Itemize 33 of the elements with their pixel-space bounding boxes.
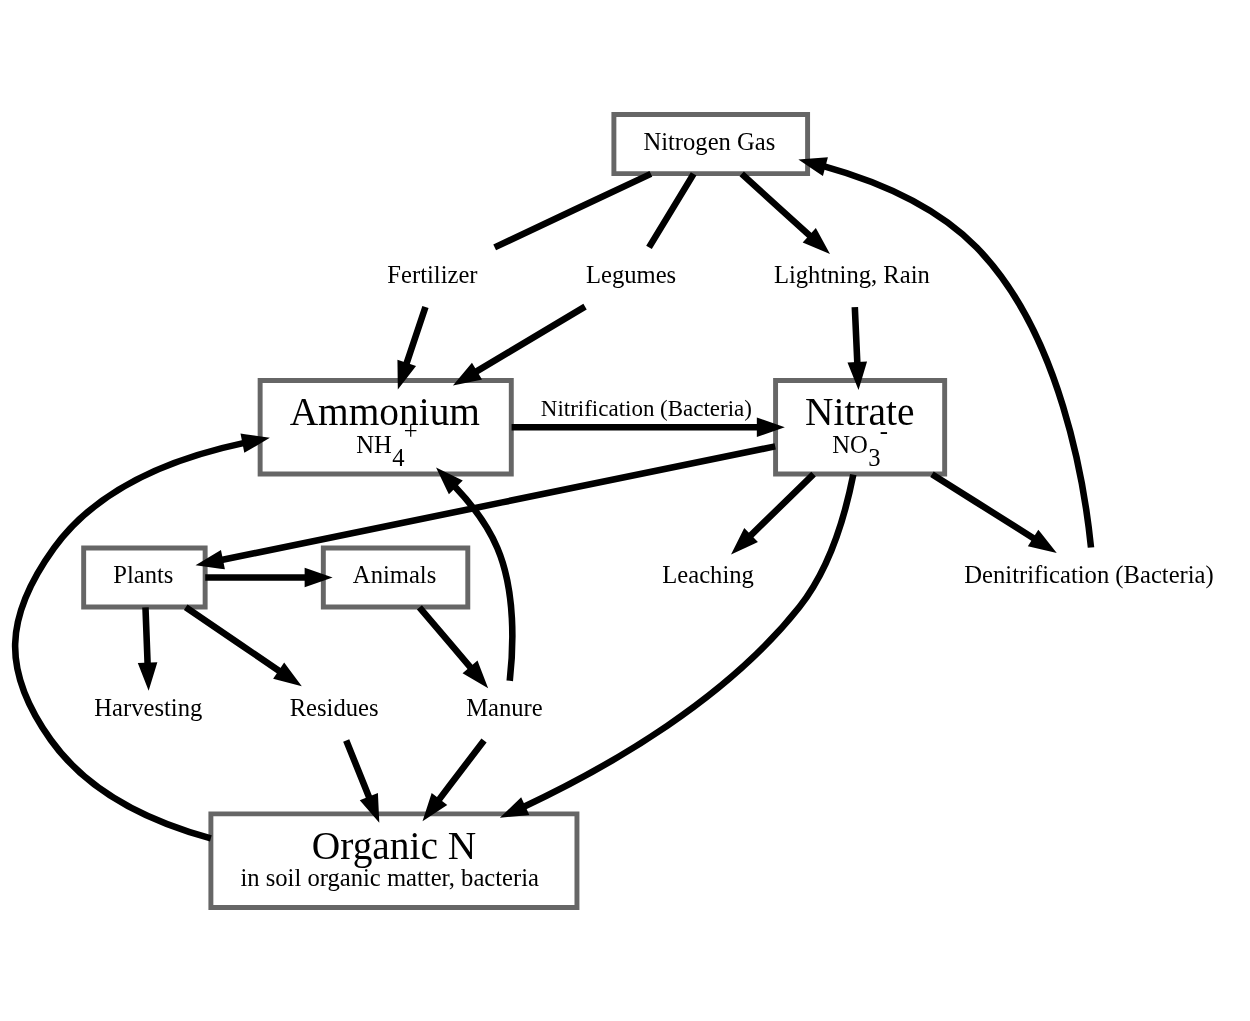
node-text: Fertilizer: [387, 260, 478, 288]
node-text: Leaching: [662, 560, 754, 588]
arrow: [205, 567, 333, 587]
arrow: [422, 737, 487, 821]
arrow: [416, 604, 489, 688]
arrow: [499, 473, 857, 818]
node-text: Legumes: [585, 260, 677, 288]
arrow: [739, 170, 830, 254]
node-box: Nitrogen Gas: [611, 111, 811, 176]
arrow: [397, 305, 429, 389]
node-text: Manure: [466, 693, 543, 721]
node-box: Organic N in soil organic matter, bacteria: [208, 810, 580, 910]
node-box: Animals: [320, 544, 471, 609]
arrow: [183, 604, 302, 686]
connector: [493, 170, 653, 250]
arrow: [343, 738, 380, 823]
arrow: [930, 470, 1057, 553]
arrow: [436, 467, 516, 681]
arrow: [798, 156, 1095, 548]
node-text: Residues: [289, 693, 379, 721]
connector: [646, 171, 697, 249]
arrow: [511, 416, 785, 437]
arrow: [195, 442, 776, 569]
node-text: Harvesting: [94, 693, 203, 721]
node-text: Denitrification (Bacteria): [964, 560, 1214, 588]
arrow: [731, 471, 816, 554]
node-text: Lightning, Rain: [773, 260, 930, 288]
node-box: Plants: [81, 544, 208, 609]
arrow: [11, 433, 270, 842]
arrow: [452, 303, 587, 386]
edge-label: Nitrification (Bacteria): [540, 395, 752, 421]
arrow: [847, 306, 868, 390]
arrow: [137, 606, 158, 691]
